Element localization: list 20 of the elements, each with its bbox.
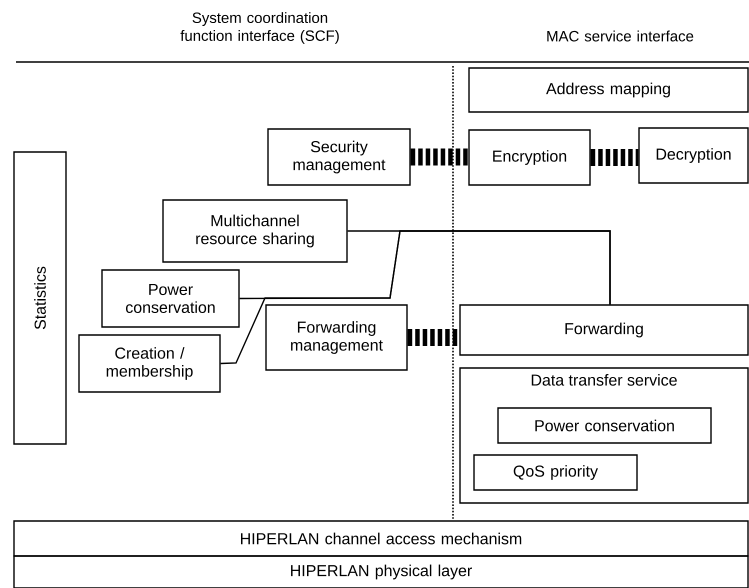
- process-box: QoS priority: [473, 454, 638, 491]
- bar-connector: [410, 148, 468, 166]
- header-label: MAC service interface: [547, 30, 694, 42]
- statistics-box: Statistics: [13, 151, 67, 445]
- process-box: Power conservation: [497, 407, 712, 444]
- process-box: Multichannel resource sharing: [162, 199, 348, 263]
- process-box: Forwarding management: [265, 304, 408, 371]
- header-label: System coordination function interface (SCF): [180, 12, 339, 44]
- process-box: Address mapping: [468, 67, 749, 113]
- process-box: Decryption: [638, 127, 749, 184]
- process-box: Creation / membership: [78, 334, 221, 393]
- bar-connector: [408, 329, 460, 346]
- process-box: Forwarding: [459, 304, 749, 356]
- process-box: Power conservation: [101, 269, 240, 328]
- bar-connector: [590, 149, 638, 166]
- process-box: Security management: [267, 128, 411, 186]
- connector-line: [220, 230, 611, 364]
- process-box: Encryption: [468, 129, 591, 186]
- layer-band: HIPERLAN channel access mechanism: [13, 520, 749, 557]
- layer-band: HIPERLAN physical layer: [13, 555, 749, 588]
